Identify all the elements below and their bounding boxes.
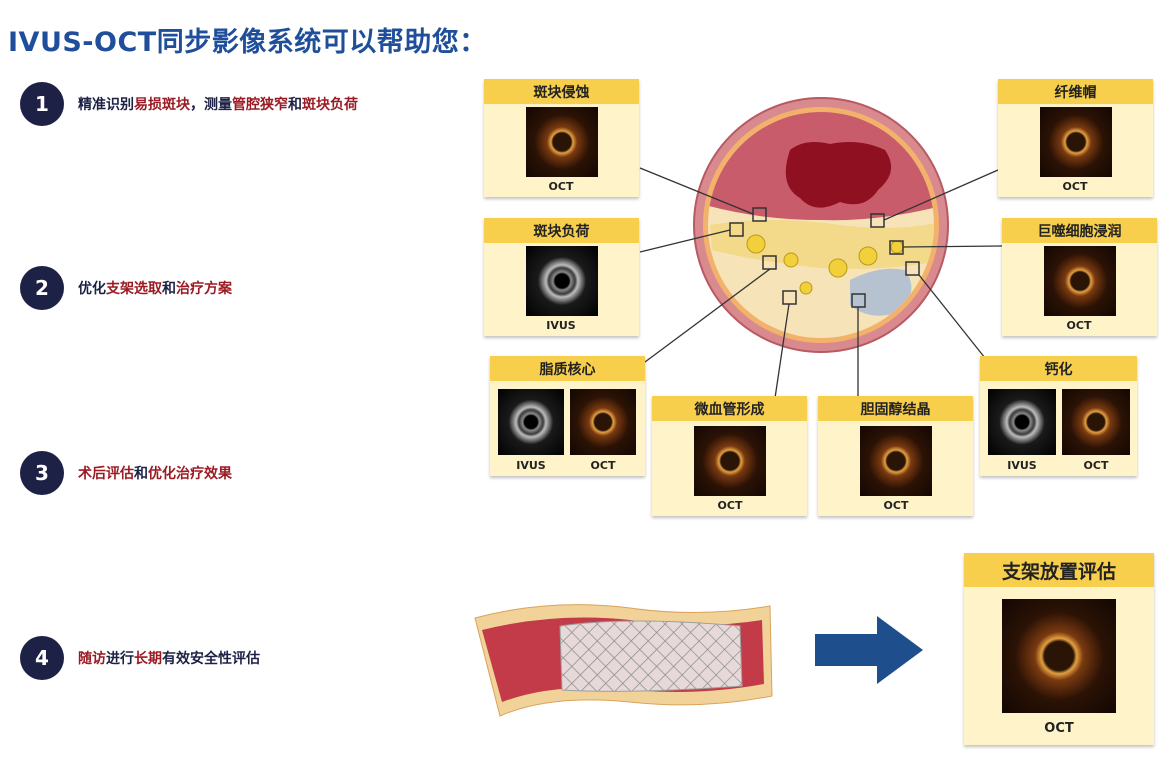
step-text-highlight: 长期 — [134, 651, 162, 667]
card-title: 钙化 — [980, 356, 1137, 381]
image-modality-label: IVUS — [1007, 459, 1037, 472]
card-cholesterol-crystal: 胆固醇结晶 OCT — [818, 396, 973, 516]
macrophage-cell — [890, 240, 904, 254]
card-title: 斑块侵蚀 — [484, 79, 639, 104]
oct-image — [1040, 107, 1112, 177]
step-3: 3 术后评估和优化治疗效果 — [20, 451, 232, 495]
image-modality-label: IVUS — [516, 459, 546, 472]
step-text-part: 进行 — [106, 651, 134, 667]
card-plaque-burden: 斑块负荷 IVUS — [484, 218, 639, 336]
step-text-highlight: 支架选取 — [106, 281, 162, 297]
card-stent-placement-evaluation: 支架放置评估 OCT — [964, 553, 1154, 745]
step-4: 4 随访进行长期有效安全性评估 — [20, 636, 260, 680]
card-title: 纤维帽 — [998, 79, 1153, 104]
arrow-right-icon — [815, 616, 923, 684]
card-title: 斑块负荷 — [484, 218, 639, 243]
macrophage-cell — [828, 258, 848, 278]
step-text: 术后评估和优化治疗效果 — [78, 463, 232, 483]
image-modality-label: OCT — [1083, 459, 1109, 472]
step-text: 优化支架选取和治疗方案 — [78, 278, 232, 298]
image-modality-label: OCT — [1066, 319, 1092, 332]
card-macrophage-infiltration: 巨噬细胞浸润 OCT — [1002, 218, 1157, 336]
step-text-part: 和 — [162, 281, 176, 297]
marker-box — [782, 290, 797, 305]
step-2: 2 优化支架选取和治疗方案 — [20, 266, 232, 310]
step-number-badge: 4 — [20, 636, 64, 680]
step-number-badge: 3 — [20, 451, 64, 495]
card-title: 巨噬细胞浸润 — [1002, 218, 1157, 243]
step-text-part: 精准识别 — [78, 97, 134, 113]
image-modality-label: OCT — [590, 459, 616, 472]
ivus-image — [498, 389, 564, 455]
macrophage-cell — [783, 252, 799, 268]
ivus-image — [988, 389, 1056, 455]
stent-mesh — [559, 620, 743, 692]
ivus-image — [526, 246, 598, 316]
image-modality-label: OCT — [548, 180, 574, 193]
marker-box — [905, 261, 920, 276]
marker-box — [729, 222, 744, 237]
step-text-highlight: 术后评估 — [78, 466, 134, 482]
macrophage-cell — [746, 234, 766, 254]
connector-lines — [639, 167, 1003, 399]
card-microvessel: 微血管形成 OCT — [652, 396, 807, 516]
card-title: 支架放置评估 — [964, 553, 1154, 587]
step-text-highlight: 管腔狭窄 — [232, 97, 288, 113]
step-1: 1 精准识别易损斑块，测量管腔狭窄和斑块负荷 — [20, 82, 358, 126]
stented-vessel-illustration — [474, 604, 773, 717]
oct-image — [526, 107, 598, 177]
step-number-badge: 2 — [20, 266, 64, 310]
card-fibrous-cap: 纤维帽 OCT — [998, 79, 1153, 197]
page-title: IVUS-OCT同步影像系统可以帮助您： — [8, 27, 487, 58]
oct-image — [1044, 246, 1116, 316]
step-number-badge: 1 — [20, 82, 64, 126]
oct-image — [694, 426, 766, 496]
marker-box — [889, 240, 904, 255]
marker-box — [870, 213, 885, 228]
card-lipid-core: 脂质核心 IVUS OCT — [490, 356, 645, 476]
card-plaque-erosion: 斑块侵蚀 OCT — [484, 79, 639, 197]
oct-image — [1002, 599, 1116, 713]
card-calcification: 钙化 IVUS OCT — [980, 356, 1137, 476]
step-text-part: 有效安全性评估 — [162, 651, 260, 667]
step-text-highlight: 斑块负荷 — [302, 97, 358, 113]
oct-image — [1062, 389, 1130, 455]
image-modality-label: OCT — [1062, 180, 1088, 193]
card-title: 胆固醇结晶 — [818, 396, 973, 421]
oct-image — [860, 426, 932, 496]
image-modality-label: IVUS — [546, 319, 576, 332]
step-text-highlight: 优化治疗效果 — [148, 466, 232, 482]
artery-cross-section-diagram — [639, 97, 1003, 399]
step-text-part: 和 — [134, 466, 148, 482]
thrombus — [785, 142, 892, 208]
card-title: 微血管形成 — [652, 396, 807, 421]
step-text-part: 优化 — [78, 281, 106, 297]
step-text-highlight: 随访 — [78, 651, 106, 667]
oct-image — [570, 389, 636, 455]
step-text-part: 和 — [288, 97, 302, 113]
step-text-part: ，测量 — [190, 97, 232, 113]
image-modality-label: OCT — [883, 499, 909, 512]
step-text: 随访进行长期有效安全性评估 — [78, 648, 260, 668]
step-text-highlight: 治疗方案 — [176, 281, 232, 297]
image-modality-label: OCT — [1044, 721, 1074, 736]
step-text-highlight: 易损斑块 — [134, 97, 190, 113]
image-modality-label: OCT — [717, 499, 743, 512]
macrophage-cell — [799, 281, 813, 295]
step-text: 精准识别易损斑块，测量管腔狭窄和斑块负荷 — [78, 94, 358, 114]
macrophage-cell — [858, 246, 878, 266]
marker-box — [752, 207, 767, 222]
card-title: 脂质核心 — [490, 356, 645, 381]
